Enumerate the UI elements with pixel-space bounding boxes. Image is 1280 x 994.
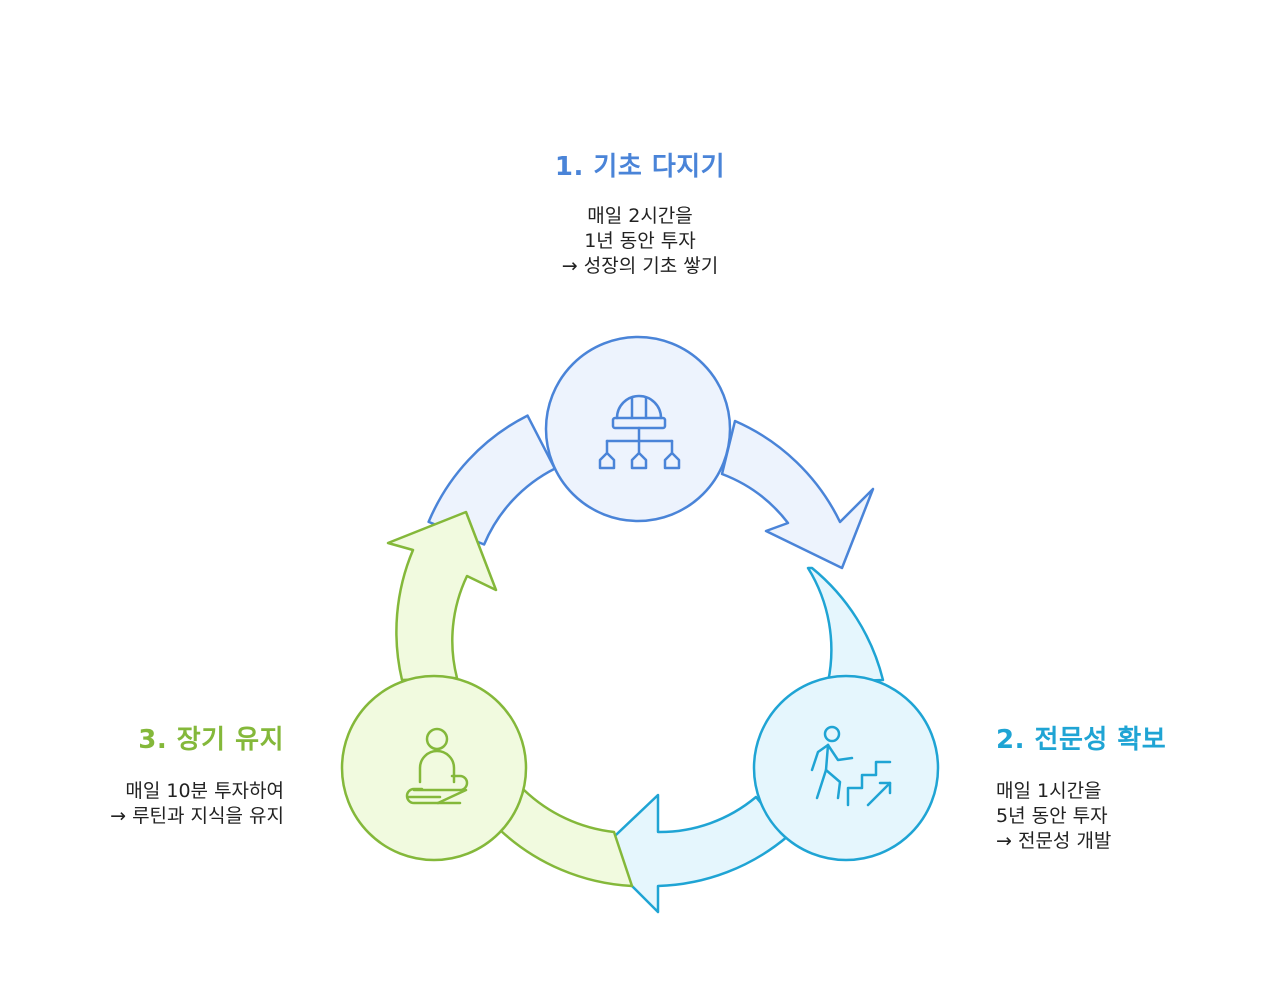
step2-block: 2. 전문성 확보 매일 1시간을 5년 동안 투자 → 전문성 개발 [996, 723, 1256, 854]
step2-title: 2. 전문성 확보 [996, 725, 1167, 755]
step3-line-2: → 루틴과 지식을 유지 [110, 805, 284, 827]
cycle-arrow-1-head [720, 419, 875, 570]
step3-block: 3. 장기 유지 매일 10분 투자하여 → 루틴과 지식을 유지 [30, 723, 284, 829]
step3-line-1: 매일 10분 투자하여 [125, 780, 284, 802]
step2-line-3: → 전문성 개발 [996, 830, 1112, 852]
step1-description: 매일 2시간을 1년 동안 투자 → 성장의 기초 쌓기 [440, 204, 840, 279]
step1-title: 1. 기초 다지기 [554, 152, 726, 182]
cycle-arrow-1 [427, 414, 557, 546]
cycle-arrow-2-head [596, 793, 790, 914]
step2-line-2: 5년 동안 투자 [996, 805, 1108, 827]
step1-line-1: 매일 2시간을 [587, 205, 693, 227]
step1-line-2: 1년 동안 투자 [584, 230, 696, 252]
step2-circle [752, 674, 940, 862]
step3-description: 매일 10분 투자하여 → 루틴과 지식을 유지 [30, 779, 284, 829]
step3-title: 3. 장기 유지 [138, 725, 284, 755]
hardhat-hierarchy-icon [598, 394, 681, 470]
person-climbing-stairs-icon [810, 725, 892, 807]
cycle-arrow-2 [806, 566, 885, 684]
step3-circle [340, 674, 528, 862]
meditating-person-icon [405, 727, 469, 805]
step2-line-1: 매일 1시간을 [996, 780, 1102, 802]
step1-block: 1. 기초 다지기 매일 2시간을 1년 동안 투자 → 성장의 기초 쌓기 [440, 150, 840, 279]
step2-description: 매일 1시간을 5년 동안 투자 → 전문성 개발 [996, 779, 1256, 854]
cycle-arrow-3 [498, 788, 634, 888]
step1-line-3: → 성장의 기초 쌓기 [561, 255, 719, 277]
cycle-arrow-3-head [386, 510, 498, 682]
